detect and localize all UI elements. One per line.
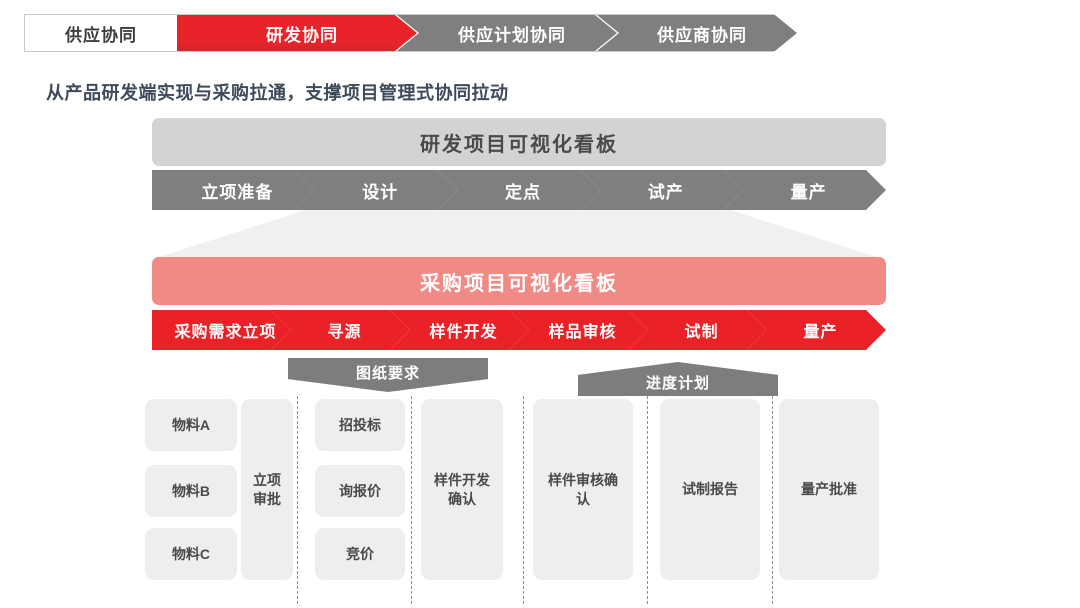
stage-label: 试制 (684, 324, 719, 341)
card-inquiry-quotation[interactable]: 询报价 (315, 465, 405, 517)
nav-item-supply-plan-collab[interactable]: 供应计划协同 (397, 15, 617, 51)
nav-item-label: 供应协同 (65, 25, 137, 45)
nav-item-supply-collab[interactable]: 供应协同 (25, 15, 177, 51)
nav-item-rnd-collab[interactable]: 研发协同 (177, 15, 417, 51)
column-divider (523, 396, 524, 604)
card-project-approval[interactable]: 立项 审批 (241, 399, 293, 580)
subbanner-label: 图纸要求 (355, 364, 420, 382)
card-sample-review-confirm[interactable]: 样件审核确 认 (533, 399, 633, 580)
procurement-stage-2[interactable]: 寻源 (271, 310, 410, 350)
column-divider (297, 396, 298, 604)
rnd-stage-2[interactable]: 设计 (295, 170, 458, 210)
stage-label: 立项准备 (201, 182, 274, 202)
card-auction[interactable]: 竞价 (315, 528, 405, 580)
procurement-stage-5[interactable]: 试制 (628, 310, 767, 350)
subbanner-drawing-requirement: 图纸要求 (288, 358, 488, 392)
procurement-stage-3[interactable]: 样件开发 (390, 310, 529, 350)
stage-label: 采购需求立项 (174, 324, 277, 341)
procurement-stage-strip: 采购需求立项 寻源 样件开发 样品审核 试制 量产 (152, 310, 886, 350)
rnd-stage-5[interactable]: 量产 (723, 170, 886, 210)
nav-item-supplier-collab[interactable]: 供应商协同 (597, 15, 797, 51)
stage-label: 量产 (803, 324, 838, 341)
procurement-stage-6[interactable]: 量产 (747, 310, 886, 350)
subbanner-label: 进度计划 (645, 375, 710, 392)
funnel-connector (150, 208, 886, 260)
rnd-stage-4[interactable]: 试产 (580, 170, 743, 210)
stage-label: 量产 (790, 182, 827, 202)
card-sample-development-confirm[interactable]: 样件开发 确认 (421, 399, 503, 580)
rnd-stage-strip: 立项准备 设计 定点 试产 量产 (152, 170, 886, 210)
stage-label: 设计 (362, 182, 399, 202)
nav-item-label: 研发协同 (266, 25, 338, 45)
procurement-kanban-banner: 采购项目可视化看板 (152, 257, 886, 305)
procurement-stage-1[interactable]: 采购需求立项 (152, 310, 291, 350)
page-subtitle: 从产品研发端实现与采购拉通，支撑项目管理式协同拉动 (46, 83, 509, 103)
rnd-kanban-banner: 研发项目可视化看板 (152, 118, 886, 166)
stage-label: 样品审核 (548, 324, 617, 341)
column-divider (647, 396, 648, 604)
top-navigation: 供应协同 研发协同 供应计划协同 供应商协同 (24, 14, 774, 52)
card-material-a[interactable]: 物料A (145, 399, 237, 451)
subbanner-schedule-plan: 进度计划 (578, 362, 778, 396)
procurement-stage-4[interactable]: 样品审核 (509, 310, 648, 350)
procurement-kanban-banner-label: 采购项目可视化看板 (420, 272, 618, 295)
rnd-stage-3[interactable]: 定点 (438, 170, 601, 210)
card-trial-production-report[interactable]: 试制报告 (660, 399, 760, 580)
card-material-c[interactable]: 物料C (145, 528, 237, 580)
stage-label: 定点 (504, 182, 541, 202)
card-bidding[interactable]: 招投标 (315, 399, 405, 451)
card-material-b[interactable]: 物料B (145, 465, 237, 517)
column-divider (411, 396, 412, 604)
column-divider (772, 396, 773, 604)
stage-label: 寻源 (327, 324, 362, 341)
rnd-stage-1[interactable]: 立项准备 (152, 170, 315, 210)
nav-item-label: 供应商协同 (657, 25, 747, 45)
stage-label: 试产 (647, 182, 684, 202)
card-mass-production-approval[interactable]: 量产批准 (779, 399, 879, 580)
nav-active-underbar (177, 46, 417, 51)
nav-item-label: 供应计划协同 (458, 25, 566, 45)
rnd-kanban-banner-label: 研发项目可视化看板 (420, 133, 618, 156)
stage-label: 样件开发 (429, 324, 498, 341)
